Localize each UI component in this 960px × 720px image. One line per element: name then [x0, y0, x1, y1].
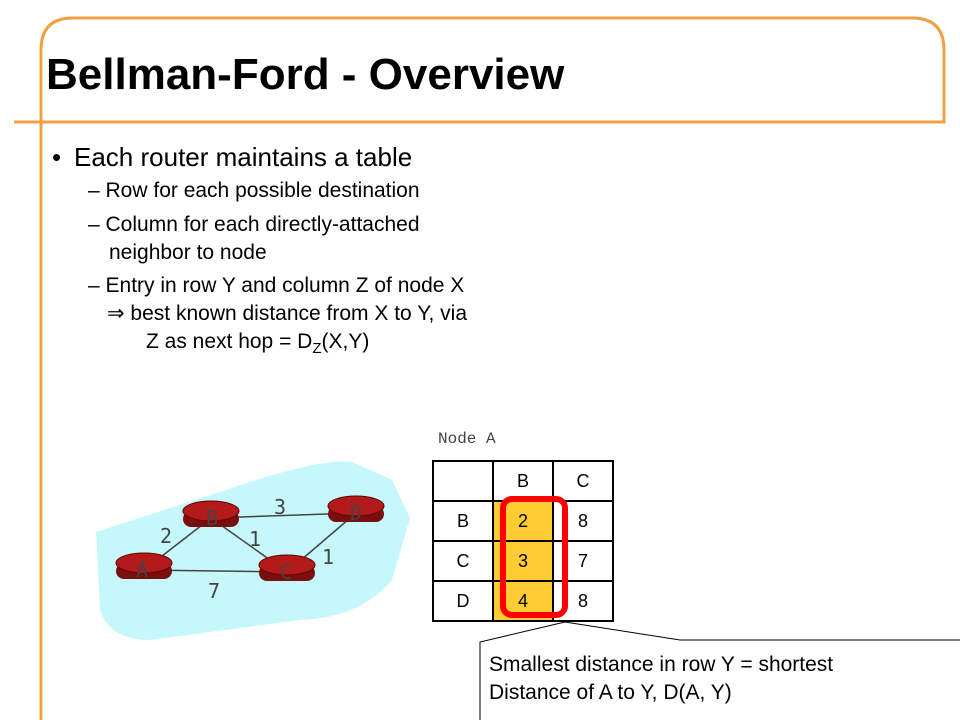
row-header: D	[432, 580, 494, 622]
node-label-b: B	[206, 506, 218, 530]
frame-border	[14, 16, 946, 720]
cost-b-d: 3	[274, 495, 286, 519]
subpoint-columns: – Column for each directly-attached	[88, 213, 420, 236]
cost-b-c: 1	[249, 527, 261, 551]
subpoint-entry: – Entry in row Y and column Z of node X	[88, 274, 465, 297]
node-label-d: D	[350, 501, 362, 525]
subpoint-entry-formula: Z as next hop = DZ(X,Y)	[146, 329, 369, 362]
table-header-row: B C	[432, 460, 614, 502]
column-header: C	[552, 460, 614, 502]
subpoint-entry-implies: ⇒ best known distance from X to Y, via	[107, 302, 468, 325]
network-diagram: B D A C 2 3 1 1 7	[96, 461, 410, 640]
router-d	[327, 495, 385, 522]
bullet-mark: •	[52, 142, 62, 172]
column-header: B	[492, 460, 554, 502]
table-corner-cell	[432, 460, 494, 502]
subpoint-columns-cont: neighbor to node	[109, 241, 267, 264]
router-a	[115, 552, 173, 579]
table-caption: Node A	[438, 430, 496, 448]
page-title: Bellman-Ford - Overview	[46, 50, 565, 99]
router-c	[258, 554, 316, 581]
router-b	[182, 500, 240, 527]
row-header: C	[432, 540, 494, 582]
bullet-text: Each router maintains a table	[74, 142, 413, 172]
formula-args: (X,Y)	[321, 330, 370, 353]
node-label-a: A	[136, 558, 148, 582]
min-column-highlight-box	[500, 496, 568, 618]
callout-line-2: Distance of A to Y, D(A, Y)	[489, 681, 732, 704]
formula-subscript: Z	[312, 340, 322, 358]
node-label-c: C	[280, 560, 292, 584]
cost-a-c: 7	[208, 579, 220, 603]
callout-line-1: Smallest distance in row Y = shortest	[489, 653, 834, 676]
formula-text: Z as next hop = D	[146, 330, 313, 353]
cost-a-b: 2	[160, 524, 172, 548]
callout-text: Smallest distance in row Y = shortest Di…	[489, 651, 833, 707]
table-row: B 2 8	[432, 500, 614, 542]
cost-c-d: 1	[322, 545, 334, 569]
callout-pointer	[479, 621, 960, 720]
subpoint-rows: – Row for each possible destination	[88, 179, 420, 202]
row-header: B	[432, 500, 494, 542]
